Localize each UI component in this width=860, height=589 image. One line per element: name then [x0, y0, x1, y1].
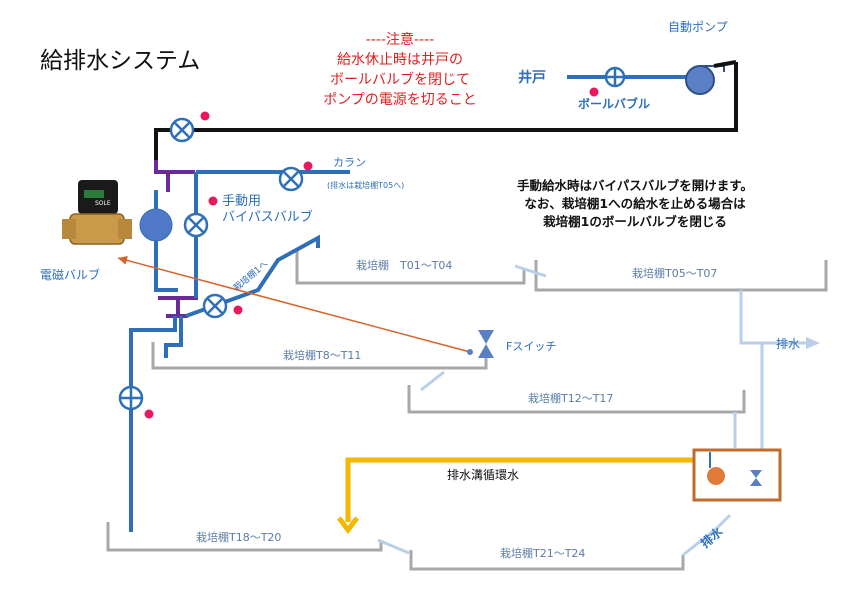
faucet-label: カラン: [333, 156, 366, 169]
f-switch-icon: [467, 330, 494, 358]
shelf-t12-t17: [407, 385, 746, 414]
warning-line: ポンプの電源を切ること: [323, 92, 477, 108]
auto-pump-label: 自動ポンプ: [668, 20, 728, 34]
supply-line-black: [154, 62, 738, 160]
drain-out-label: 排水: [776, 337, 801, 351]
valve-faucet-icon: [278, 166, 304, 192]
shelf-label-t01-t04: 栽培棚 T01～T04: [356, 259, 453, 272]
ball-valve-label: ボールバブル: [578, 97, 651, 111]
warning-line: 給水休止時は井戸の: [337, 52, 463, 68]
pump-icon: [139, 208, 173, 242]
manual-label: 手動用: [222, 194, 262, 209]
marker-dot: [200, 111, 210, 121]
shelf-label-t8-t11: 栽培棚T8～T11: [283, 349, 362, 362]
shelf-label-t21-t24: 栽培棚T21～T24: [500, 547, 586, 560]
drain-circulation-label: 排水溝循環水: [447, 468, 520, 482]
instruction-note: 手動給水時はバイパスバルブを開けます。 なお、栽培棚1への給水を止める場合は 栽…: [470, 177, 800, 231]
well-label: 井戸: [518, 70, 546, 86]
signal-line: [117, 255, 471, 353]
warning-block: ----注意---- 給水休止時は井戸の ボールバルブを閉じて ポンプの電源を切…: [300, 30, 500, 110]
faucet-note: (排水は栽培棚T05へ): [327, 181, 405, 190]
note-line: なお、栽培棚1への給水を止める場合は: [524, 196, 746, 211]
warning-heading: ----注意----: [365, 32, 435, 48]
warning-line: ボールバルブを閉じて: [330, 72, 470, 88]
marker-dot: [589, 87, 599, 97]
device-brand-label: SOLE: [95, 200, 111, 207]
pump-icon: [685, 65, 715, 95]
solenoid-valve-icon: [62, 180, 132, 245]
shelf-label-t18-t20: 栽培棚T18～T20: [196, 531, 282, 544]
shelf-t18-t20: [106, 522, 383, 552]
shelf-t01-t04: [295, 248, 526, 285]
marker-dot: [208, 196, 218, 206]
page-title: 給排水システム: [40, 48, 201, 74]
marker-dot: [144, 409, 154, 419]
bypass-valve-label: バイパスバルブ: [222, 210, 313, 225]
shelf-t05-t07: [534, 260, 828, 292]
shelf-label-t12-t17: 栽培棚T12～T17: [528, 392, 614, 405]
marker-dot: [233, 305, 243, 315]
supply-pipes: [129, 170, 350, 532]
shelf1-valve-icon: [202, 293, 228, 319]
bypass-valve-icon: [183, 212, 209, 238]
circulation-line: [345, 457, 700, 522]
solenoid-valve-label: 電磁バルブ: [40, 268, 101, 282]
note-line: 栽培棚1のボールバルブを閉じる: [543, 214, 727, 229]
valve-top-icon: [169, 117, 195, 143]
sump-box: [692, 448, 782, 502]
well-line: [567, 60, 737, 97]
f-switch-label: Fスイッチ: [506, 340, 557, 353]
shelves: [106, 248, 828, 571]
drain-links: [377, 264, 820, 557]
note-line: 手動給水時はバイパスバルブを開けます。: [516, 178, 753, 193]
marker-dot: [303, 161, 313, 171]
lower-ball-valve-icon: [118, 385, 144, 411]
ball-valve-icon: [604, 66, 626, 88]
shelf-t8-t11: [151, 342, 488, 370]
shelf-t21-t24: [409, 550, 685, 571]
shelf-label-t05-t07: 栽培棚T05～T07: [632, 267, 718, 280]
